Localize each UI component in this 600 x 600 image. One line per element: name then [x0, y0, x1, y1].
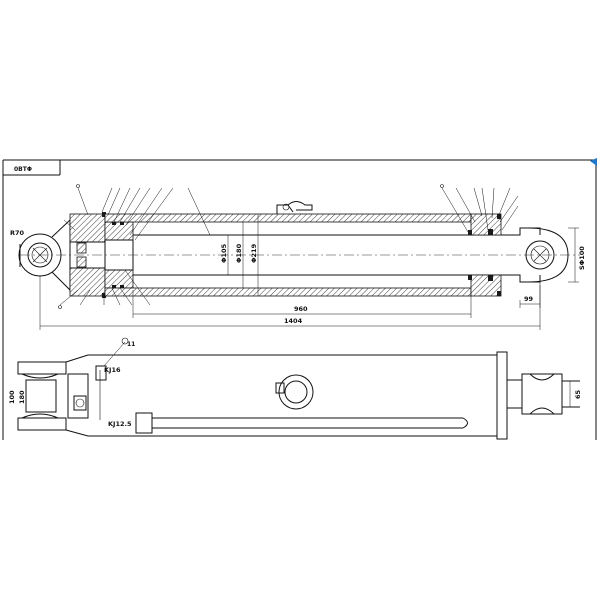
corner-mark-icon [590, 158, 597, 166]
drawing-frame [2, 158, 597, 440]
overall-length-label: 1404 [284, 317, 303, 325]
rod-eye-length-label: 99 [524, 295, 534, 303]
piston [104, 221, 134, 289]
length-dims [39, 276, 541, 330]
rod-diameter-label: Φ105 [220, 243, 228, 263]
rod-end-width-label: 65 [574, 389, 582, 399]
stroke-length-label: 960 [294, 305, 308, 313]
cap-end [69, 212, 106, 298]
piston-rod [133, 234, 520, 276]
outer-view: 100 180 11 KJ16 KJ12.5 [8, 337, 582, 440]
lifting-handle [276, 201, 313, 214]
gland-head [468, 213, 502, 297]
part-leaders-top [77, 187, 519, 241]
port-kj16-label: KJ16 [104, 366, 121, 374]
section-view: R70 [10, 187, 586, 330]
title-block-code: 0BTΦ [14, 166, 32, 173]
part-leaders-bottom [59, 219, 151, 306]
lifting-ring [275, 374, 314, 410]
callout-number: 11 [127, 341, 135, 348]
port-kj16 [95, 337, 129, 381]
tube-diameter-label: Φ219 [250, 243, 258, 263]
outer-barrel [88, 351, 508, 440]
diameter-dims [227, 214, 259, 296]
clevis-width-label: 100 [8, 390, 16, 404]
left-eye-radius-label: R70 [10, 229, 25, 237]
bore-diameter-label: Φ180 [235, 243, 243, 263]
pin-diameter-label: SΦ100 [578, 246, 586, 270]
rod-end-eye [501, 227, 569, 283]
left-clevis [17, 354, 89, 437]
port-kj12-label: KJ12.5 [108, 420, 132, 428]
clevis-gap-label: 180 [18, 390, 26, 404]
external-pipe [135, 412, 468, 434]
outer-rod-end [507, 373, 580, 415]
callout-markers [58, 184, 444, 309]
